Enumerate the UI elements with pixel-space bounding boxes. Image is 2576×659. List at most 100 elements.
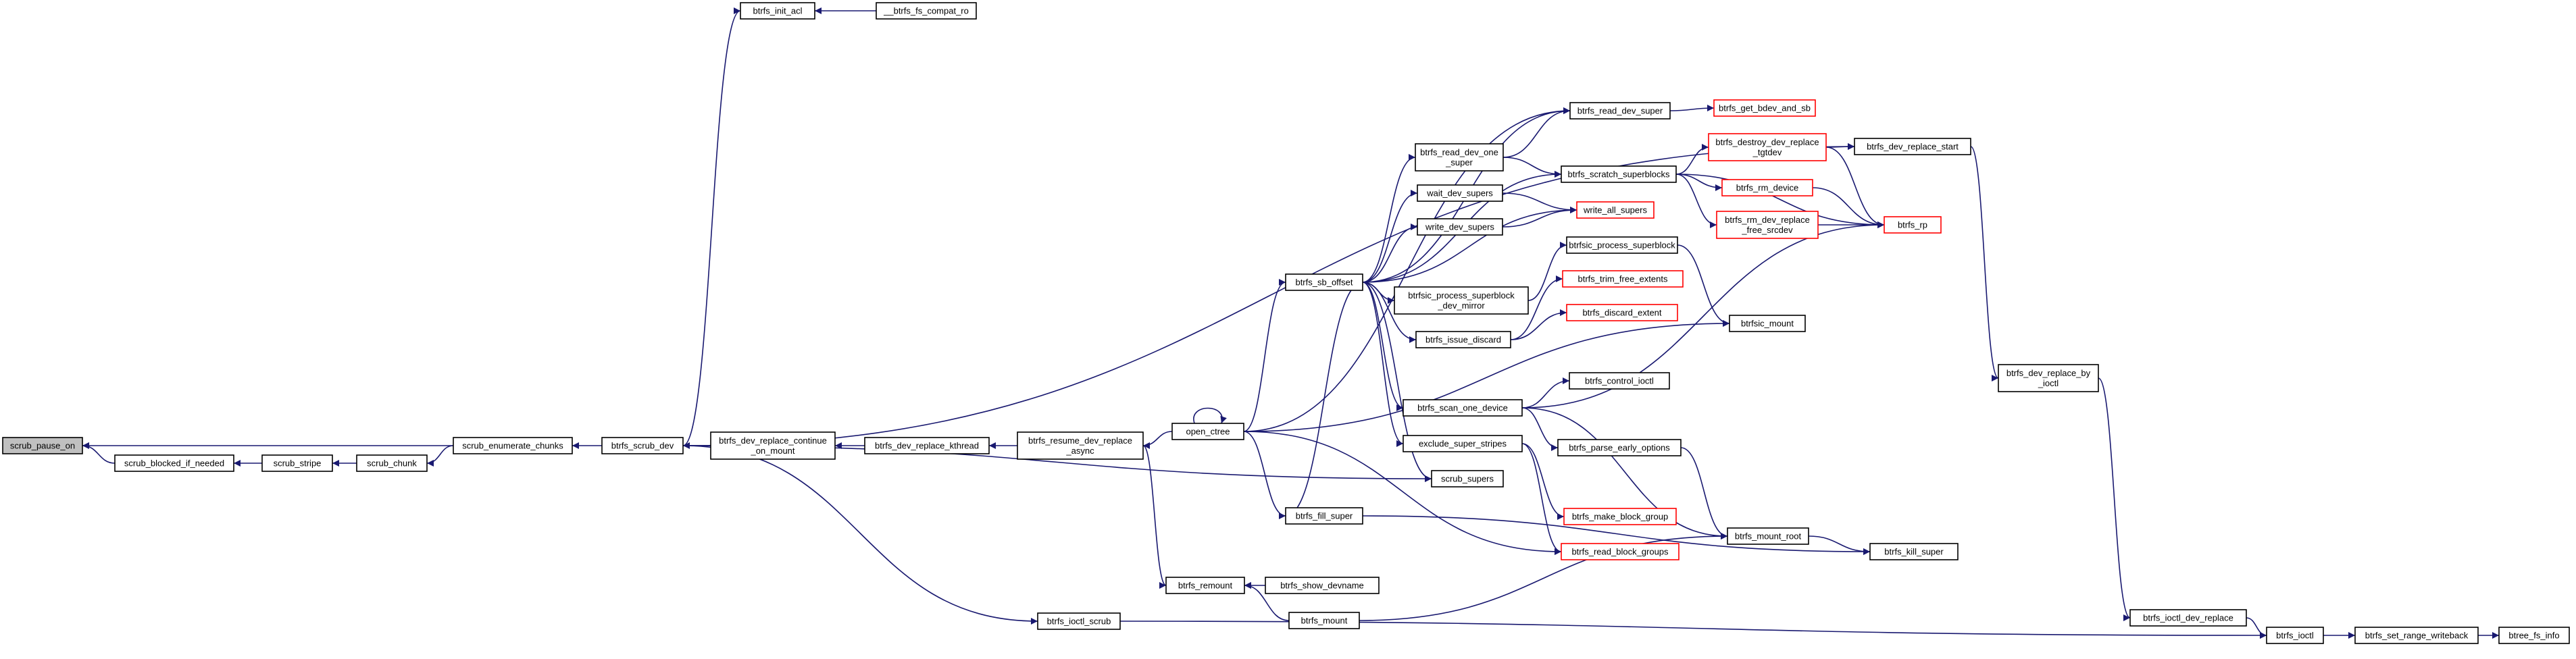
node-btrfs-destroy-dev-replace-tgtdev[interactable]: btrfs_destroy_dev_replace_tgtdev xyxy=(1708,133,1827,161)
edge-btrfs-scan-one-device-to-btrfs-mount-root xyxy=(1521,407,1728,539)
node-btrfs-get-bdev-and-sb[interactable]: btrfs_get_bdev_and_sb xyxy=(1713,99,1816,117)
edge-open-ctree-to-btrfs-read-block-groups xyxy=(1243,431,1562,555)
edge-btrfs-mount-to-btrfs-remount xyxy=(1244,582,1290,621)
node-btrfs-kill-super[interactable]: btrfs_kill_super xyxy=(1869,543,1959,560)
node-btrfs-scratch-superblocks[interactable]: btrfs_scratch_superblocks xyxy=(1561,165,1677,183)
node-btrfs-dev-replace-by-ioctl[interactable]: btrfs_dev_replace_by_ioctl xyxy=(1998,364,2099,392)
node-label: scrub_chunk xyxy=(367,458,417,469)
node-btrfs-ioctl-scrub[interactable]: btrfs_ioctl_scrub xyxy=(1037,612,1121,630)
node-btrfs-ioctl[interactable]: btrfs_ioctl xyxy=(2266,627,2324,644)
node-btrfs-dev-replace-continue-on-mount[interactable]: btrfs_dev_replace_continue_on_mount xyxy=(710,431,836,460)
node-label: btrfs_resume_dev_replace xyxy=(1028,436,1132,446)
node-btrfs-resume-dev-replace-async[interactable]: btrfs_resume_dev_replace_async xyxy=(1017,431,1144,460)
edge-exclude-super-stripes-to-btrfs-read-block-groups xyxy=(1521,443,1562,555)
node-btrfs-read-dev-super[interactable]: btrfs_read_dev_super xyxy=(1569,102,1671,120)
node-btrfsic-process-superblock-dev-mirror[interactable]: btrfsic_process_superblock_dev_mirror xyxy=(1394,286,1529,315)
node-scrub-enumerate-chunks[interactable]: scrub_enumerate_chunks xyxy=(453,437,573,454)
edge-btrfs-sb-offset-to-write-dev-supers xyxy=(1362,223,1418,283)
node-label: btrfs_make_block_group xyxy=(1572,512,1668,522)
node-label: btrfs_destroy_dev_replace xyxy=(1715,137,1819,147)
edge-btrfs-issue-discard-to-btrfs-trim-free-extents xyxy=(1510,275,1563,340)
node-box xyxy=(1165,577,1245,594)
node-btrfs-fill-super[interactable]: btrfs_fill_super xyxy=(1285,507,1363,525)
node-label: wait_dev_supers xyxy=(1426,188,1493,199)
node-exclude-super-stripes[interactable]: exclude_super_stripes xyxy=(1403,435,1523,452)
node-btrfs-scrub-dev[interactable]: btrfs_scrub_dev xyxy=(601,437,684,454)
node-label: exclude_super_stripes xyxy=(1419,439,1507,449)
edge-btrfs-sb-offset-to-btrfs-fill-super xyxy=(1285,282,1363,519)
node-btrfs-discard-extent[interactable]: btrfs_discard_extent xyxy=(1566,304,1678,321)
node-btrfs-dev-replace-start[interactable]: btrfs_dev_replace_start xyxy=(1854,138,1971,155)
node-box xyxy=(1285,273,1363,291)
node-box xyxy=(601,437,684,454)
edge-btrfs-scratch-superblocks-to-btrfs-rp xyxy=(1675,174,1885,228)
node-btrfs-make-block-group[interactable]: btrfs_make_block_group xyxy=(1563,508,1677,525)
node-btrfsic-mount[interactable]: btrfsic_mount xyxy=(1729,315,1806,332)
node-box xyxy=(2498,627,2570,644)
node-btrfs-remount[interactable]: btrfs_remount xyxy=(1165,577,1245,594)
node-label: btrfs_init_acl xyxy=(753,6,803,16)
node-btrfs-parse-early-options[interactable]: btrfs_parse_early_options xyxy=(1557,439,1682,456)
node-label: btrfs_issue_discard xyxy=(1425,335,1501,345)
node-label: scrub_stripe xyxy=(274,458,322,469)
node-box xyxy=(740,2,815,20)
node-btree-fs-info[interactable]: btree_fs_info xyxy=(2498,627,2570,644)
node-box xyxy=(1417,218,1503,236)
edge-btrfs-rm-device-to-btrfs-rp xyxy=(1812,187,1885,228)
node-btrfs-fs-compat-ro[interactable]: __btrfs_fs_compat_ro xyxy=(876,2,977,20)
node-label: scrub_supers xyxy=(1441,474,1494,484)
node-label: btrfs_sb_offset xyxy=(1295,278,1353,288)
edge-btrfs-dev-replace-start-to-btrfs-dev-replace-by-ioctl xyxy=(1970,146,1999,381)
node-btrfs-set-range-writeback[interactable]: btrfs_set_range_writeback xyxy=(2354,627,2479,644)
node-write-dev-supers[interactable]: write_dev_supers xyxy=(1417,218,1503,236)
node-scrub-chunk[interactable]: scrub_chunk xyxy=(356,454,428,472)
node-scrub-stripe[interactable]: scrub_stripe xyxy=(261,454,333,472)
node-btrfs-ioctl-dev-replace[interactable]: btrfs_ioctl_dev_replace xyxy=(2129,609,2247,627)
node-btrfs-read-block-groups[interactable]: btrfs_read_block_groups xyxy=(1561,543,1680,560)
node-btrfs-read-dev-one-super[interactable]: btrfs_read_dev_one_super xyxy=(1415,143,1504,172)
edge-scrub-enumerate-chunks-to-scrub-chunk xyxy=(426,445,454,467)
node-btrfs-rm-dev-replace-free-srcdev[interactable]: btrfs_rm_dev_replace_free_srcdev xyxy=(1716,211,1819,239)
edge-wait-dev-supers-to-write-all-supers xyxy=(1502,192,1577,213)
node-btrfs-rp[interactable]: btrfs_rp xyxy=(1884,216,1942,234)
edge-btrfs-sb-offset-to-wait-dev-supers xyxy=(1362,190,1418,283)
edge-open-ctree-to-btrfs-fill-super xyxy=(1243,431,1286,519)
edge-open-ctree-to-btrfsic-mount xyxy=(1243,320,1730,432)
node-label: btrfs_show_devname xyxy=(1280,581,1364,591)
node-box xyxy=(1563,508,1677,525)
node-label: _free_srcdev xyxy=(1741,225,1793,235)
node-box xyxy=(1569,102,1671,120)
node-scrub-supers[interactable]: scrub_supers xyxy=(1431,470,1504,487)
node-label: scrub_blocked_if_needed xyxy=(124,458,224,469)
node-box xyxy=(1285,507,1363,525)
node-wait-dev-supers[interactable]: wait_dev_supers xyxy=(1417,184,1503,202)
node-label: open_ctree xyxy=(1186,427,1230,437)
node-open-ctree[interactable]: open_ctree xyxy=(1171,423,1244,440)
node-box xyxy=(1561,543,1680,560)
edge-btrfs-scrub-dev-to-btrfs-ioctl-scrub xyxy=(682,445,1038,625)
node-label: btrfs_scrub_dev xyxy=(611,441,674,451)
node-btrfs-init-acl[interactable]: btrfs_init_acl xyxy=(740,2,815,20)
node-label: _dev_mirror xyxy=(1437,300,1485,311)
node-btrfs-scan-one-device[interactable]: btrfs_scan_one_device xyxy=(1403,399,1523,417)
node-btrfs-issue-discard[interactable]: btrfs_issue_discard xyxy=(1415,331,1511,348)
node-scrub-blocked-if-needed[interactable]: scrub_blocked_if_needed xyxy=(114,454,234,472)
node-btrfs-trim-free-extents[interactable]: btrfs_trim_free_extents xyxy=(1562,270,1684,288)
node-box xyxy=(2266,627,2324,644)
node-btrfs-control-ioctl[interactable]: btrfs_control_ioctl xyxy=(1569,372,1670,390)
node-btrfs-mount[interactable]: btrfs_mount xyxy=(1288,612,1360,629)
node-btrfs-mount-root[interactable]: btrfs_mount_root xyxy=(1727,527,1809,545)
node-box xyxy=(1265,577,1380,594)
node-btrfsic-process-superblock[interactable]: btrfsic_process_superblock xyxy=(1566,236,1678,254)
node-label: btrfs_dev_replace_continue xyxy=(719,436,827,446)
node-box xyxy=(1561,165,1677,183)
edge-btrfs-scan-one-device-to-btrfs-parse-early-options xyxy=(1521,407,1559,451)
edge-open-ctree-to-open-ctree xyxy=(1193,407,1227,424)
node-btrfs-dev-replace-kthread[interactable]: btrfs_dev_replace_kthread xyxy=(864,437,990,454)
node-btrfs-show-devname[interactable]: btrfs_show_devname xyxy=(1265,577,1380,594)
node-write-all-supers[interactable]: write_all_supers xyxy=(1576,201,1655,219)
node-label: btrfsic_process_superblock xyxy=(1408,290,1515,300)
node-label: btrfs_control_ioctl xyxy=(1585,376,1654,386)
node-btrfs-rm-device[interactable]: btrfs_rm_device xyxy=(1721,179,1813,196)
node-btrfs-sb-offset[interactable]: btrfs_sb_offset xyxy=(1285,273,1363,291)
